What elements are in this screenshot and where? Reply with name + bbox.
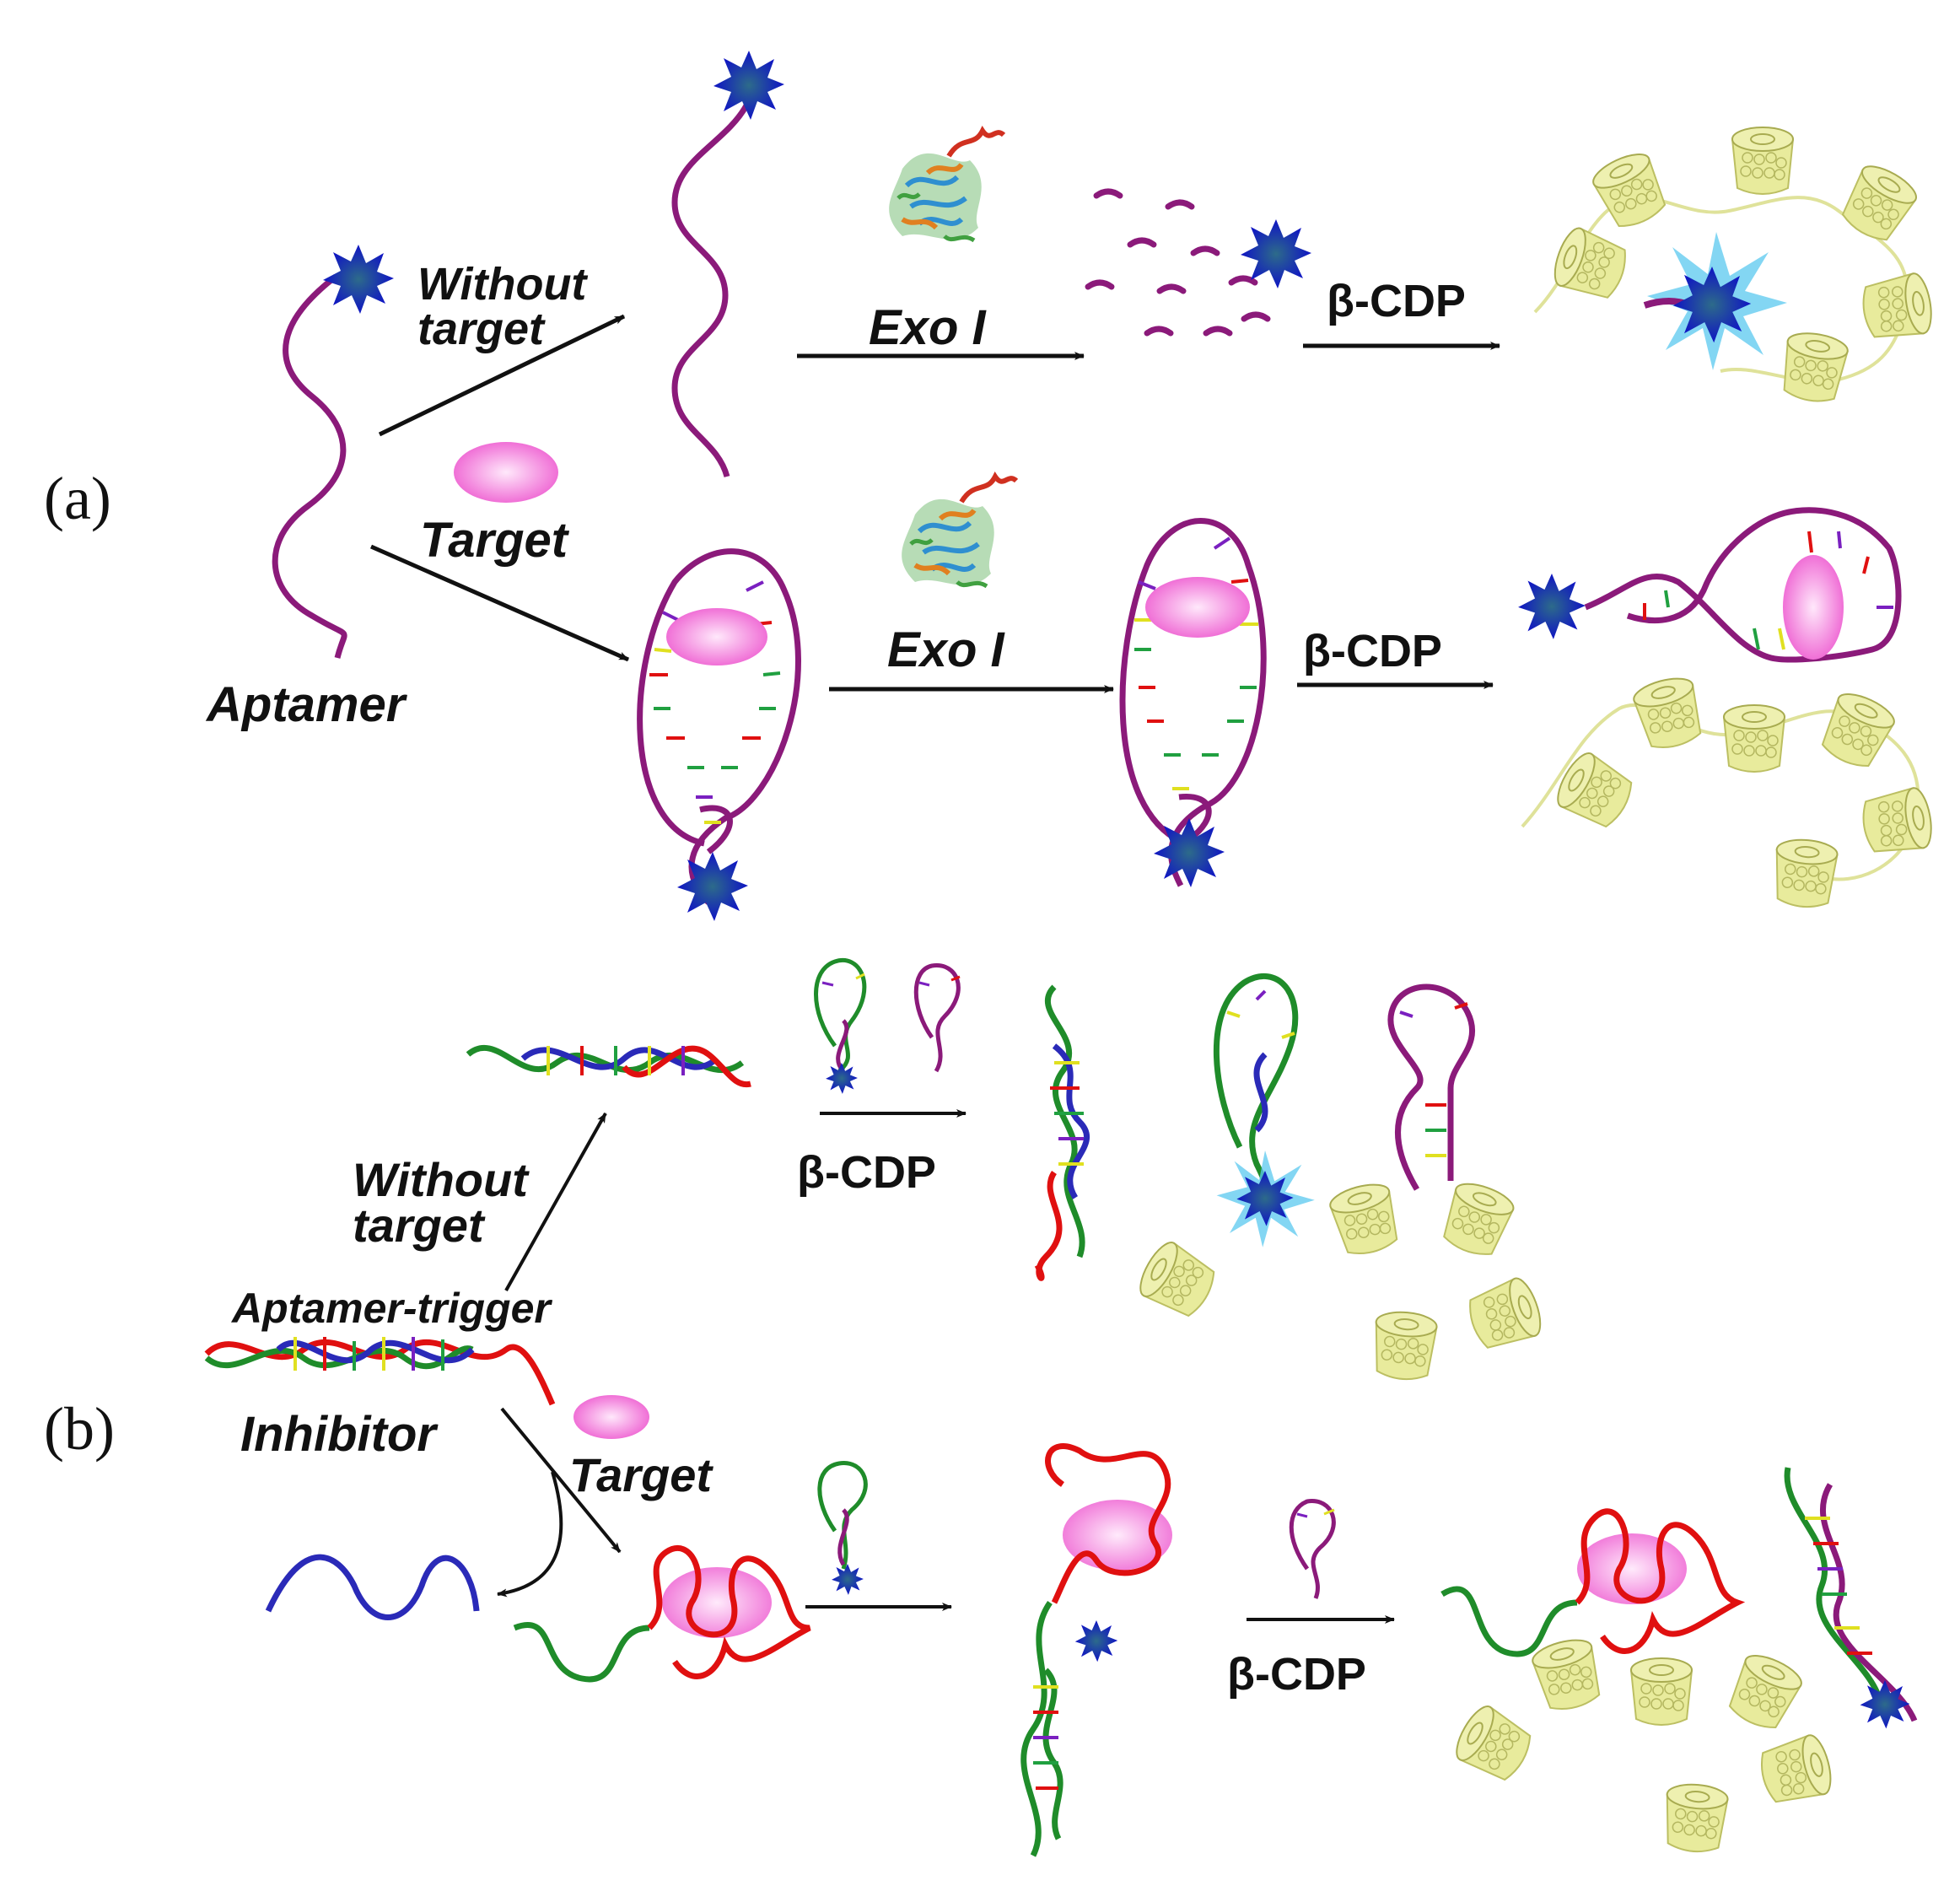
cyclodextrin-icon xyxy=(1731,127,1794,195)
target-label-b: Target xyxy=(569,1448,713,1501)
cyclodextrin-icon xyxy=(1326,1178,1404,1261)
without-target-label-b1: Without xyxy=(353,1153,530,1206)
cdp-label-bottom-b: β-CDP xyxy=(1227,1649,1366,1700)
cdp-label-top-a: β-CDP xyxy=(1327,276,1466,326)
fluorophore-icon xyxy=(323,245,394,314)
cyclodextrin-icon xyxy=(1629,672,1708,755)
hairpin-probe-2-bottom xyxy=(1289,1499,1336,1599)
fluorophore-icon xyxy=(1074,1620,1118,1662)
cdp-label-bottom-a: β-CDP xyxy=(1303,626,1442,676)
without-target-label-a1: Without xyxy=(417,259,588,310)
cyclodextrin-icon xyxy=(1549,746,1640,835)
fluorophore-icon xyxy=(826,1063,858,1094)
cyclodextrin-icon xyxy=(1548,224,1634,305)
exo-i-label-top: Exo I xyxy=(869,300,987,355)
cyclodextrin-icon xyxy=(1661,1781,1730,1856)
cyclodextrin-icon xyxy=(1132,1236,1223,1324)
cyclodextrin-icon xyxy=(1777,328,1851,407)
aptamer-target-complex xyxy=(637,548,801,921)
arrow-with-target-a xyxy=(369,544,630,662)
without-target-label-b2: target xyxy=(353,1199,486,1252)
cyclodextrin-icon xyxy=(1834,158,1923,249)
fluorophore-icon xyxy=(1860,1680,1910,1729)
target-icon xyxy=(1783,555,1844,660)
cyclodextrin-icon xyxy=(1814,686,1900,774)
inhibitor-label: Inhibitor xyxy=(240,1407,439,1462)
cyclodextrin-icon xyxy=(1436,1177,1518,1263)
cyclodextrin-icon xyxy=(1858,270,1936,344)
arrow-with-target-b xyxy=(500,1407,622,1554)
aptamer-label: Aptamer xyxy=(205,677,408,732)
arrow-without-target-a xyxy=(378,314,626,437)
cyclodextrin-icon xyxy=(1721,1647,1807,1736)
panel-label-a: (a) xyxy=(44,465,111,532)
cyclodextrin-icon xyxy=(1462,1274,1548,1355)
cyclodextrin-polymer-fluorescent xyxy=(1533,127,1936,407)
hairpin-probes-top xyxy=(814,958,961,1094)
aptamer-trigger-label: Aptamer-trigger xyxy=(230,1285,552,1332)
cdp-label-top-b: β-CDP xyxy=(797,1147,936,1198)
intact-duplex xyxy=(466,1045,751,1088)
arrow-release-inhibitor xyxy=(497,1471,563,1598)
aptamer-bound-target xyxy=(513,1544,811,1683)
cyclodextrin-polymer-quenched xyxy=(1518,507,1936,911)
panel-a: Aptamer Without target Target Exo I β-CD… xyxy=(205,51,1936,921)
fluorophore-icon xyxy=(1518,574,1586,639)
cyclodextrin-icon xyxy=(1528,1634,1607,1716)
fluorophore-icon xyxy=(832,1564,864,1595)
cyclodextrin-icon xyxy=(1630,1657,1693,1726)
cyclodextrin-icon xyxy=(1448,1700,1539,1788)
aptamer-trigger-inhibitor-duplex xyxy=(204,1337,556,1406)
cyclodextrin-icon xyxy=(1858,784,1936,859)
digested-fragments xyxy=(1085,188,1271,337)
cyclodextrin-icon xyxy=(1370,1309,1439,1383)
cyclodextrin-icon xyxy=(1723,704,1785,773)
panel-b: Aptamer-trigger Inhibitor Without target xyxy=(204,958,1918,1857)
panel-label-b: (b) xyxy=(44,1395,115,1463)
target-label-a: Target xyxy=(420,513,570,568)
cyclodextrin-icon xyxy=(1587,146,1673,234)
target-icon xyxy=(454,442,558,503)
cyclodextrin-icon xyxy=(1771,837,1839,911)
final-complex-with-cyclodextrins xyxy=(1440,1467,1918,1856)
released-inhibitor-strand xyxy=(265,1554,480,1620)
exo-i-enzyme-icon xyxy=(902,477,1016,586)
duplex-with-cyclodextrins-top xyxy=(1034,973,1548,1383)
cyclodextrin-icon xyxy=(1754,1731,1837,1809)
hairpin-probe-bottom xyxy=(817,1461,868,1595)
target-icon xyxy=(1145,577,1250,638)
fluorophore-icon xyxy=(677,852,748,921)
without-target-label-a2: target xyxy=(417,304,546,354)
exo-i-enzyme-icon xyxy=(889,131,1004,240)
arrow-without-target-b xyxy=(504,1113,607,1291)
exo-i-label-bottom: Exo I xyxy=(887,622,1005,677)
opened-hairpin-complex xyxy=(1020,1443,1172,1857)
aptamer-strand-initial xyxy=(272,274,347,659)
aptamer-target-complex-protected xyxy=(1119,518,1267,887)
aptamer-strand-free xyxy=(671,104,750,478)
target-icon xyxy=(666,608,767,665)
target-icon xyxy=(573,1395,649,1439)
fluorophore-icon xyxy=(713,51,784,120)
